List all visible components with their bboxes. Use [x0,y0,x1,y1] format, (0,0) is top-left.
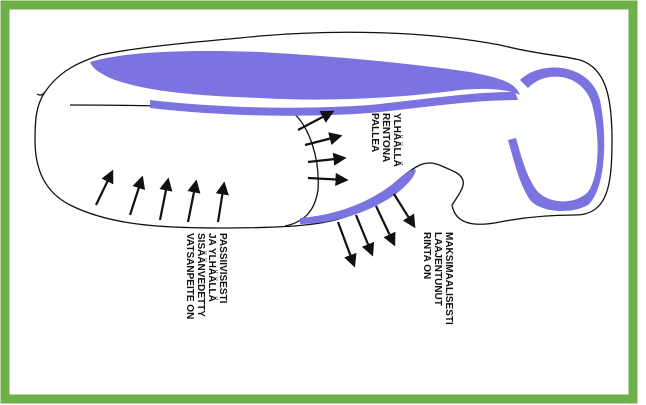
svg-text:MAKSIMAALISESTI: MAKSIMAALISESTI [443,232,454,325]
label-pallea-line1: PALLEA [369,113,380,152]
label-pallea-line2: RENTONA [380,113,391,162]
label-rinta-line3: MAKSIMAALISESTI [443,232,454,325]
svg-text:RINTA ON: RINTA ON [421,232,432,279]
label-vatsa-line1: VATSANPEITE ON [184,233,195,319]
svg-text:YLHÄÄLLÄ: YLHÄÄLLÄ [391,113,404,167]
label-rinta: RINTA ON LAAJENTUNUT MAKSIMAALISESTI [421,232,454,325]
svg-text:VATSANPEITE ON: VATSANPEITE ON [184,233,195,319]
svg-text:RENTONA: RENTONA [380,113,391,162]
label-pallea-line3: YLHÄÄLLÄ [391,113,404,167]
svg-text:PASSIIVISESTI: PASSIIVISESTI [217,233,228,304]
label-rinta-line1: RINTA ON [421,232,432,279]
label-vatsa: VATSANPEITE ON SISÄÄNVEDETTY JA YLHÄÄLLÄ… [184,233,228,319]
svg-text:LAAJENTUNUT: LAAJENTUNUT [432,232,443,306]
label-vatsa-line4: PASSIIVISESTI [217,233,228,304]
label-rinta-line2: LAAJENTUNUT [432,232,443,306]
svg-text:PALLEA: PALLEA [369,113,380,152]
